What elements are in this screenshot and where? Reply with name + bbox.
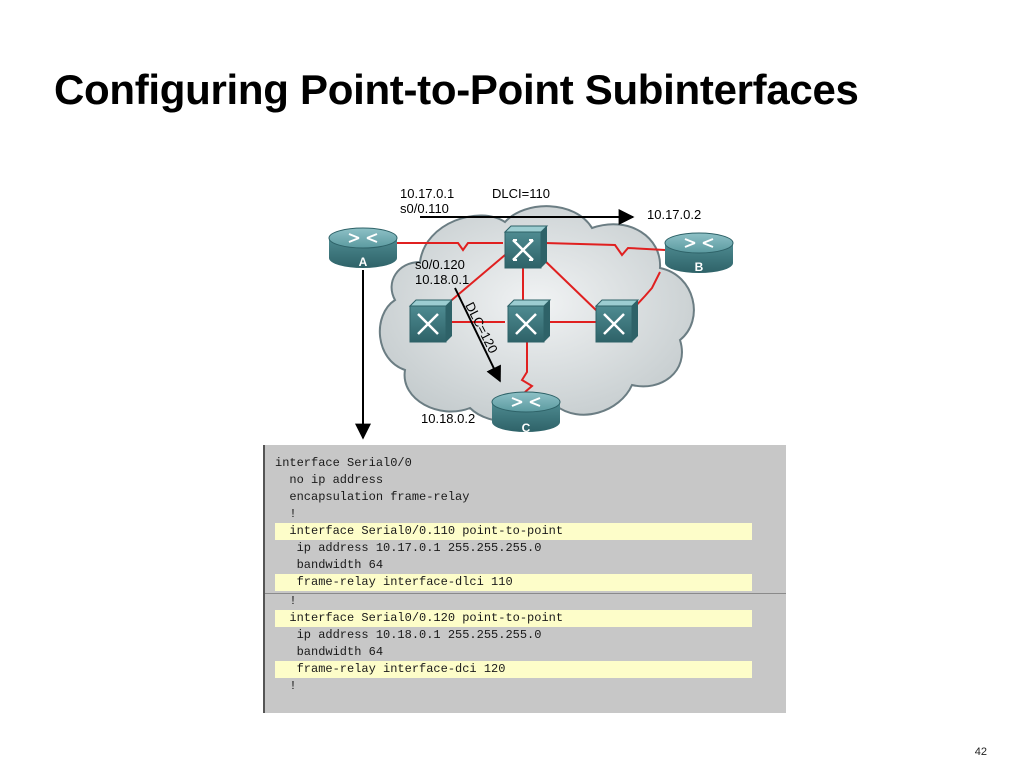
config-line: interface Serial0/0 [275,456,412,470]
router-b [664,232,734,273]
label-c-ip: 10.18.0.2 [421,411,475,426]
config-line: ip address 10.18.0.1 255.255.255.0 [275,628,542,642]
config-line: ip address 10.17.0.1 255.255.255.0 [275,541,542,555]
config-line: ! [275,679,297,693]
switch-center [506,299,552,343]
config-line-highlighted: frame-relay interface-dlci 110 [275,574,752,591]
router-b-label: B [695,260,704,274]
label-b-ip: 10.17.0.2 [647,207,701,222]
label-a-sub-110: s0/0.110 [400,201,449,216]
link-right-to-b [631,271,661,311]
link-switch-top-to-b [544,242,666,257]
switch-right [594,299,640,343]
link-center-to-c [520,342,534,393]
label-a-ip-110: 10.17.0.1 [400,186,454,201]
config-line-highlighted: frame-relay interface-dci 120 [275,661,752,678]
config-line: ! [275,594,297,608]
router-c [491,391,561,432]
config-separator [265,593,786,594]
config-line-highlighted: interface Serial0/0.110 point-to-point [275,523,752,540]
dlci-arrows [355,209,635,440]
link-a-to-switch-top [360,242,503,252]
config-line: bandwidth 64 [275,558,384,572]
slide-title: Configuring Point-to-Point Subinterfaces [54,66,859,113]
label-dlci-110: DLCI=110 [492,186,550,201]
label-a-sub-120: s0/0.120 [415,257,465,272]
label-a-ip-120: 10.18.0.1 [415,272,469,287]
dlci-120-arrow [454,287,501,383]
router-a [328,227,398,268]
router-c-label: C [522,421,531,435]
config-line: no ip address [275,473,384,487]
switch-left [408,299,454,343]
link-switch-top-to-right [541,257,599,313]
config-line-highlighted: interface Serial0/0.120 point-to-point [275,610,752,627]
config-line: ! [275,507,297,521]
config-line: encapsulation frame-relay [275,490,470,504]
page-number: 42 [974,746,987,758]
router-config-panel: interface Serial0/0 no ip address encaps… [263,445,786,713]
router-a-label: A [359,255,368,269]
switch-top [503,225,549,269]
config-line: bandwidth 64 [275,645,384,659]
